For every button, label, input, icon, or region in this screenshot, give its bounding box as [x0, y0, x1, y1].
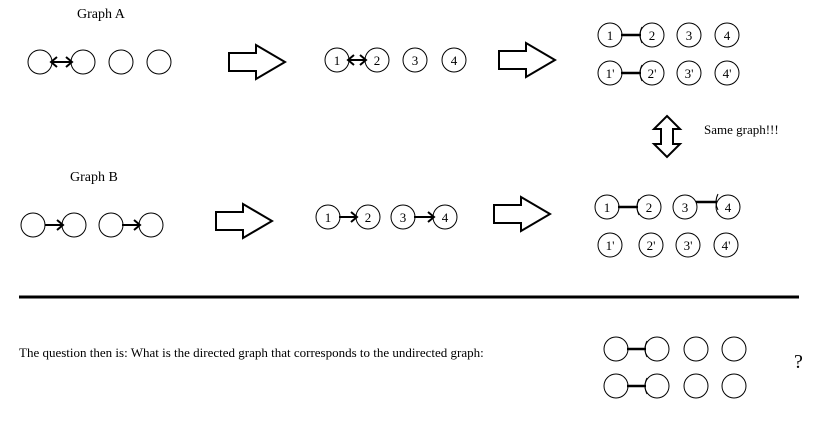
- graph-b-step2-node-4-label: 4: [442, 210, 449, 225]
- question-top-node-4: [721, 336, 747, 362]
- question-bottom-edge-stub: [644, 377, 648, 395]
- graph-b-step1-edge-1-2-head: [56, 219, 65, 231]
- same-graph-double-arrow: [651, 114, 683, 159]
- graph-b-step2-edge-3-4-head: [427, 211, 436, 223]
- graph-b-step3-bottom-node-2-label: 2': [647, 238, 656, 253]
- same-graph-label: Same graph!!!: [704, 122, 779, 137]
- graph-b-step3-bottom-node-4: [713, 232, 739, 258]
- graph-a-step1-node-4: [146, 49, 172, 75]
- question-top-edge-stub: [644, 340, 648, 358]
- graph-a-step1-node-3: [108, 49, 134, 75]
- graph-a-step1-node-1: [27, 49, 53, 75]
- graph-b-step3-bottom-node-2: [638, 232, 664, 258]
- graph-a-step3-top-node-3: [676, 22, 702, 48]
- question-bottom-node-1: [603, 373, 629, 399]
- graph-a-step2-node-4: [441, 47, 467, 73]
- graph-b-step3-bottom-node-1-label: 1': [606, 238, 615, 253]
- graph-a-step2-node-2-label: 2: [374, 53, 381, 68]
- graph-b-step3-bottom-node-4-label: 4': [722, 238, 731, 253]
- graph-b-step3-bottom-node-1: [597, 232, 623, 258]
- graph-a-step3-bottom-node-4-label: 4': [723, 66, 732, 81]
- graph-b-step2-edge-1-2-head: [350, 211, 359, 223]
- graph-a-step3-top-node-2-label: 2: [649, 28, 656, 43]
- graph-b-step1-edge-3-4-head: [133, 219, 142, 231]
- graph-a-step2-node-1-label: 1: [334, 53, 341, 68]
- graph-b-step1-node-1: [20, 212, 46, 238]
- graph-a-step3-bottom-node-1-label: 1': [606, 66, 615, 81]
- graph-b-step1-node-2: [61, 212, 87, 238]
- question-bottom-node-3: [683, 373, 709, 399]
- graph-a-step2-edge-1-2-head-left: [346, 54, 355, 66]
- question-top-node-1: [603, 336, 629, 362]
- graph-b-step2-node-1-label: 1: [325, 210, 332, 225]
- graph-a-step3-top-node-4: [714, 22, 740, 48]
- graph-b-step3-top-node-3-label: 3: [682, 200, 689, 215]
- graph-b-step3-top-node-1-label: 1: [604, 200, 611, 215]
- question-bottom-node-4: [721, 373, 747, 399]
- graph-a-step3-bottom-node-3-label: 3': [685, 66, 694, 81]
- graph-a-step2-node-4-label: 4: [451, 53, 458, 68]
- question-mark: ?: [794, 351, 803, 373]
- graph-a-step1-node-2: [70, 49, 96, 75]
- graph-a-step3-top-node-1-label: 1: [607, 28, 614, 43]
- question-top-node-3: [683, 336, 709, 362]
- graph-a-step3-bottom-node-2-label: 2': [648, 66, 657, 81]
- graph-a-step1-edge-1-2-head-right: [65, 56, 74, 68]
- graph-a-step2-node-3: [402, 47, 428, 73]
- graph-a-step3-top-node-3-label: 3: [686, 28, 693, 43]
- graph-a-block-arrow-1: [228, 43, 287, 81]
- graph-a-step2-edge-1-2-head-right: [359, 54, 368, 66]
- graph-a-title: Graph A: [77, 7, 125, 22]
- graph-b-step3-bottom-node-3-label: 3': [684, 238, 693, 253]
- graph-a-step3-edge-1-2-stub: [639, 26, 643, 44]
- graph-b-title: Graph B: [70, 170, 118, 185]
- graph-a-step3-top-node-4-label: 4: [724, 28, 731, 43]
- question-text: The question then is: What is the direct…: [19, 345, 484, 360]
- graph-a-step1-edge-1-2-head-left: [49, 56, 58, 68]
- graph-a-step3-bottom-node-3: [676, 60, 702, 86]
- graph-b-step1-node-4: [138, 212, 164, 238]
- graph-b-block-arrow-1: [215, 202, 274, 240]
- graph-a-step2-node-3-label: 3: [412, 53, 419, 68]
- question-top-node-2: [644, 336, 670, 362]
- graph-b-step3-edge-1-2-stub: [636, 198, 640, 216]
- graph-b-step2-node-3-label: 3: [400, 210, 407, 225]
- graph-b-step3-edge-3-4-stub: [715, 193, 719, 211]
- graph-b-step3-bottom-node-3: [675, 232, 701, 258]
- graph-a-block-arrow-2: [498, 41, 557, 79]
- graph-b-block-arrow-2: [493, 195, 552, 233]
- graph-a-step3-edge-1p-2p-stub: [639, 64, 643, 82]
- graph-b-step3-top-node-4: [715, 194, 741, 220]
- graph-b-step3-top-node-2-label: 2: [646, 200, 653, 215]
- graph-b-step1-node-3: [98, 212, 124, 238]
- question-bottom-node-2: [644, 373, 670, 399]
- graph-b-step2-node-2-label: 2: [365, 210, 372, 225]
- graph-b-step3-top-node-4-label: 4: [725, 200, 732, 215]
- graph-b-step3-top-node-3: [672, 194, 698, 220]
- graph-a-step3-bottom-node-4: [714, 60, 740, 86]
